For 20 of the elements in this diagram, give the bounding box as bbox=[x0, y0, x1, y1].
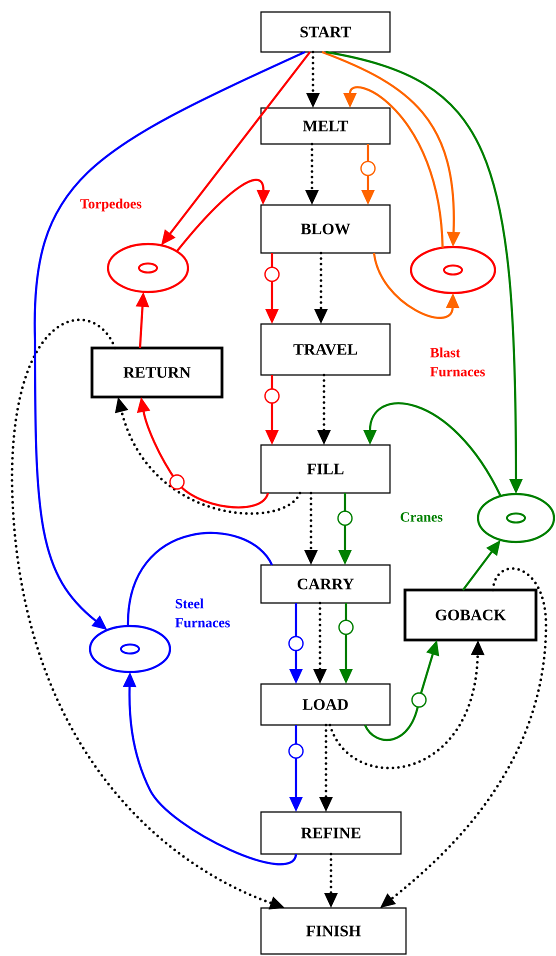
process-box: LOAD bbox=[260, 683, 391, 726]
process-box: START bbox=[260, 11, 391, 53]
process-box: TRAVEL bbox=[260, 323, 391, 376]
process-box: GOBACK bbox=[404, 588, 538, 642]
process-box: BLOW bbox=[260, 204, 391, 254]
resource-label: Torpedoes bbox=[80, 198, 142, 212]
place-ellipse bbox=[476, 492, 556, 544]
resource-label: Steel Furnaces bbox=[175, 598, 230, 628]
process-box: MELT bbox=[260, 107, 391, 145]
place-ellipse bbox=[410, 246, 496, 294]
resource-label: Cranes bbox=[400, 512, 442, 522]
process-box: RETURN bbox=[90, 346, 224, 398]
arrow bbox=[176, 178, 270, 252]
place-ellipse bbox=[88, 624, 172, 674]
place-ellipse bbox=[106, 242, 190, 294]
process-box: FILL bbox=[260, 444, 391, 494]
resource-label: Blast Furnaces bbox=[430, 348, 485, 376]
process-box: REFINE bbox=[260, 811, 402, 855]
process-box: CARRY bbox=[260, 564, 391, 604]
process-box: FINISH bbox=[260, 907, 407, 955]
